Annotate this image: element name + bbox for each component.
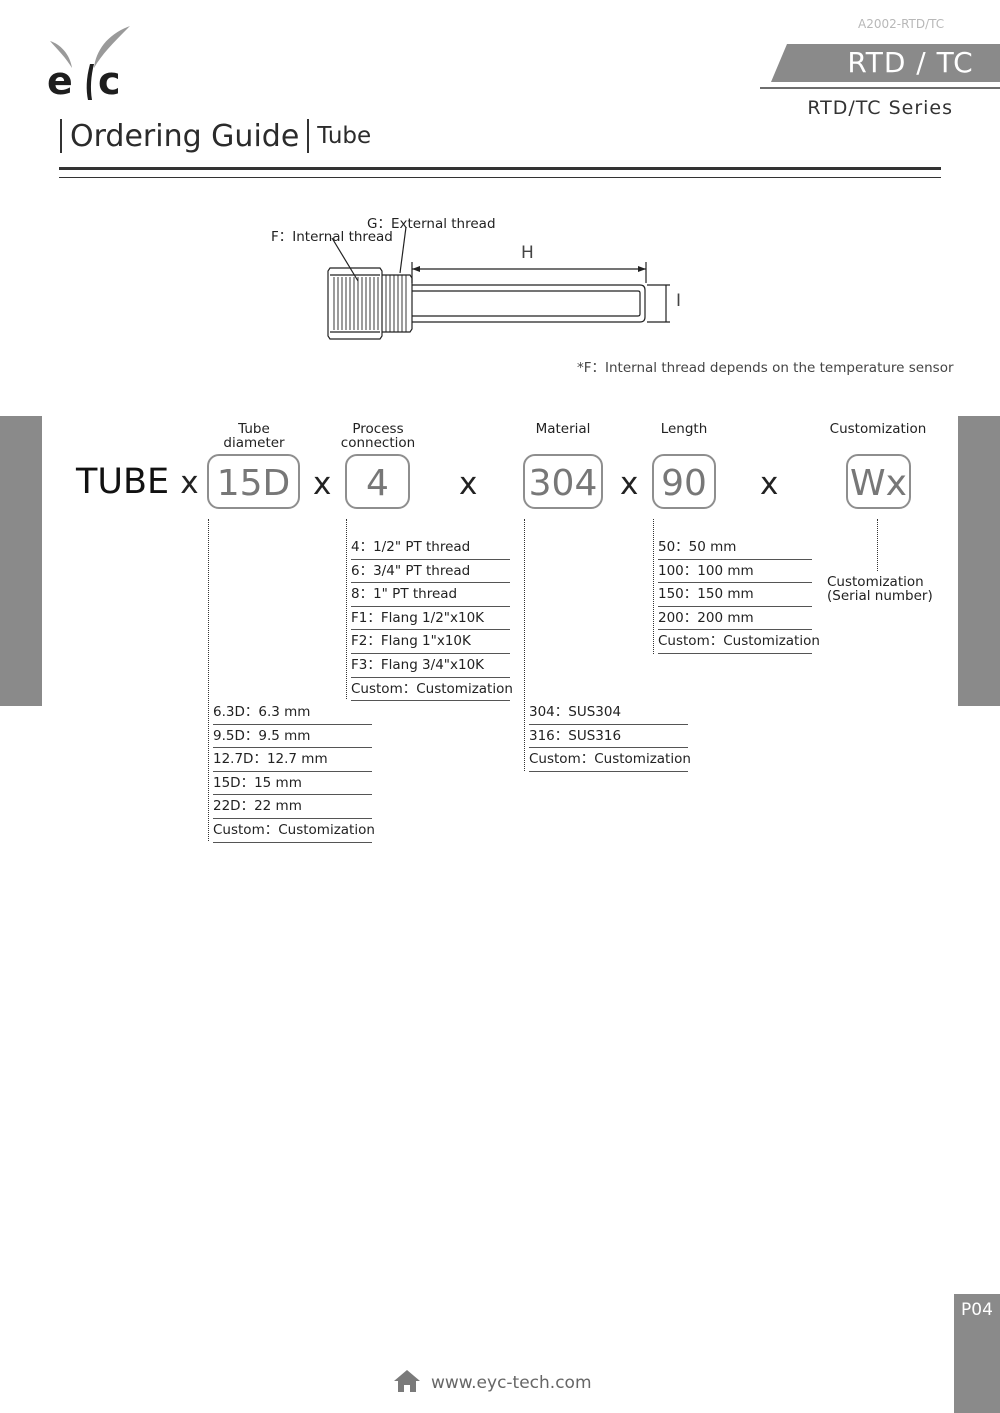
code-separator: x xyxy=(620,466,639,502)
option-item: F2：Flang 1"x10K xyxy=(351,630,510,654)
option-item: 50：50 mm xyxy=(658,536,812,560)
option-item: Custom：Customization xyxy=(529,748,691,772)
document-code: A2002-RTD/TC xyxy=(858,17,945,31)
heading-material: Material xyxy=(513,422,613,436)
customization-note: Customization (Serial number) xyxy=(827,575,933,603)
option-item: 8：1" PT thread xyxy=(351,583,510,607)
heading-process-connection: Process connection xyxy=(325,422,431,450)
title-bar xyxy=(307,119,310,153)
logo-graphic: e c xyxy=(47,26,130,103)
heading-length: Length xyxy=(634,422,734,436)
header-rule-thick xyxy=(59,167,941,170)
options-length: 50：50 mm 100：100 mm 150：150 mm 200：200 m… xyxy=(658,536,820,654)
dotted-leader xyxy=(346,519,347,699)
home-icon xyxy=(393,1369,421,1397)
series-banner: RTD / TC xyxy=(771,44,1000,82)
series-banner-shape xyxy=(771,44,1000,82)
code-prefix: TUBE x xyxy=(76,462,199,502)
heading-line: Customization xyxy=(829,421,927,437)
note-line: (Serial number) xyxy=(827,588,933,604)
dotted-leader xyxy=(208,519,209,841)
note-line: Customization xyxy=(827,574,924,590)
side-tab-left xyxy=(0,416,42,706)
side-tab-right xyxy=(958,416,1000,706)
option-item: 6.3D：6.3 mm xyxy=(213,701,372,725)
label-internal-thread: F：Internal thread xyxy=(271,229,393,245)
heading-customization: Customization xyxy=(818,422,938,436)
footer: www.eyc-tech.com xyxy=(393,1370,592,1396)
code-box-process-connection: 4 xyxy=(345,454,410,509)
code-separator: x xyxy=(459,466,478,502)
heading-tube-diameter: Tube diameter xyxy=(200,422,308,450)
code-separator: x xyxy=(760,466,779,502)
home-icon-graphic xyxy=(394,1370,420,1392)
heading-line: Material xyxy=(535,421,591,437)
title-row: Ordering Guide Tube xyxy=(60,114,371,158)
label-external-thread: G：External thread xyxy=(367,216,496,232)
options-process-connection: 4：1/2" PT thread 6：3/4" PT thread 8：1" P… xyxy=(351,536,513,702)
tube-diagram: F：Internal thread G：External thread H I xyxy=(260,205,730,350)
option-item: 6：3/4" PT thread xyxy=(351,560,510,584)
heading-line: Tube xyxy=(238,421,270,437)
option-item: 150：150 mm xyxy=(658,583,812,607)
option-item: 316：SUS316 xyxy=(529,725,688,749)
heading-line: Length xyxy=(660,421,708,437)
code-separator: x xyxy=(180,465,199,501)
code-separator: x xyxy=(313,466,332,502)
code-box-material: 304 xyxy=(523,454,603,509)
label-diameter-i: I xyxy=(676,291,682,311)
code-box-tube-diameter: 15D xyxy=(207,454,300,509)
option-item: 15D：15 mm xyxy=(213,772,372,796)
option-item: 100：100 mm xyxy=(658,560,812,584)
option-item: 200：200 mm xyxy=(658,607,812,631)
code-box-customization: Wx xyxy=(846,454,911,509)
svg-text:e: e xyxy=(47,59,73,103)
dotted-leader xyxy=(653,519,654,654)
option-item: 4：1/2" PT thread xyxy=(351,536,510,560)
thread-note: *F：Internal thread depends on the temper… xyxy=(577,360,954,376)
page-subtitle: Tube xyxy=(317,123,372,149)
heading-line: diameter xyxy=(223,435,285,451)
header-rule-thin xyxy=(59,177,941,178)
option-item: 12.7D：12.7 mm xyxy=(213,748,372,772)
option-item: 304：SUS304 xyxy=(529,701,688,725)
options-tube-diameter: 6.3D：6.3 mm 9.5D：9.5 mm 12.7D：12.7 mm 15… xyxy=(213,701,375,843)
option-item: F3：Flang 3/4"x10K xyxy=(351,654,510,678)
option-item: Custom：Customization xyxy=(351,678,513,702)
code-box-length: 90 xyxy=(652,454,716,509)
label-length-h: H xyxy=(521,243,534,263)
dotted-leader xyxy=(877,519,878,571)
option-item: Custom：Customization xyxy=(213,819,375,843)
option-item: 22D：22 mm xyxy=(213,795,372,819)
series-subtitle: RTD/TC Series xyxy=(807,97,953,119)
page-number: P04 xyxy=(961,1300,993,1320)
heading-line: connection xyxy=(340,435,416,451)
dotted-leader xyxy=(524,519,525,771)
options-material: 304：SUS304 316：SUS316 Custom：Customizati… xyxy=(529,701,691,772)
website-link[interactable]: www.eyc-tech.com xyxy=(431,1373,592,1393)
option-item: 9.5D：9.5 mm xyxy=(213,725,372,749)
code-prefix-text: TUBE xyxy=(76,462,170,502)
series-banner-text: RTD / TC xyxy=(847,46,974,79)
heading-line: Process xyxy=(352,421,404,437)
svg-text:c: c xyxy=(98,59,121,103)
title-bar xyxy=(60,119,62,153)
option-item: Custom：Customization xyxy=(658,630,820,654)
series-divider xyxy=(760,87,1000,89)
tube-drawing xyxy=(327,226,670,340)
option-item: F1：Flang 1/2"x10K xyxy=(351,607,510,631)
page-tab: P04 xyxy=(954,1294,1000,1413)
company-logo: e c xyxy=(46,24,136,104)
page-title: Ordering Guide xyxy=(70,118,300,154)
